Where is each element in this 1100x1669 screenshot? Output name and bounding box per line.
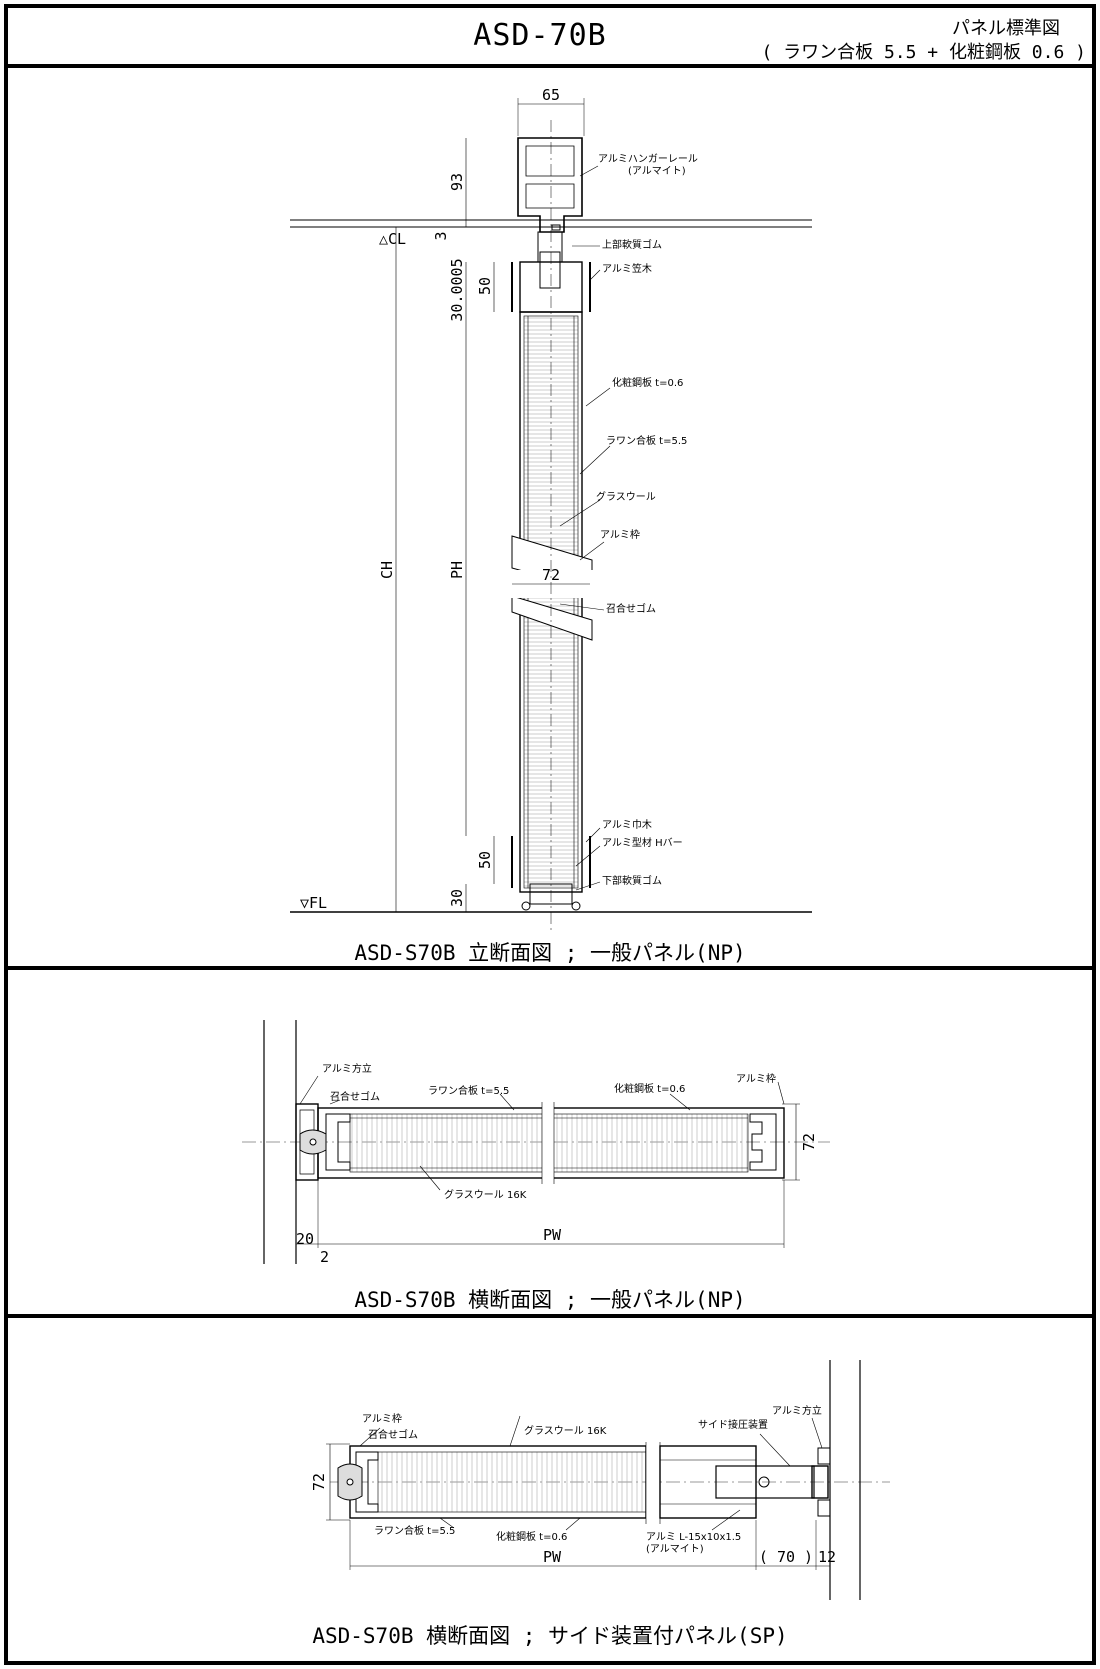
dim-ch: CH	[378, 561, 396, 579]
np-dim-20: 20	[296, 1230, 314, 1248]
drawing-subtitle: パネル標準図	[952, 18, 1060, 39]
vertical-section-caption: ASD-S70B 立断面図 ; 一般パネル(NP)	[354, 941, 746, 965]
label-h-bar: アルミ型材 Hバー	[602, 836, 683, 849]
np-label-post: アルミ方立	[322, 1062, 372, 1075]
dim-panel-72: 72	[542, 566, 560, 584]
sp-label-side-device: サイド接圧装置	[698, 1418, 768, 1431]
sp-label-glasswool: グラスウール 16K	[524, 1424, 607, 1437]
np-label-glasswool: グラスウール 16K	[444, 1188, 527, 1201]
label-base: アルミ巾木	[602, 818, 652, 831]
np-dim-72: 72	[800, 1133, 818, 1151]
dim-top-50: 50	[476, 277, 494, 295]
dim-bottom-50: 50	[476, 851, 494, 869]
sp-dim-12: 12	[818, 1548, 836, 1566]
vertical-section	[290, 98, 812, 930]
sp-dim-pw: PW	[543, 1548, 562, 1566]
floor-level-label: ▽FL	[300, 894, 327, 912]
sp-label-angle-finish: (アルマイト)	[646, 1544, 704, 1555]
sp-label-angle: アルミ L-15x10x1.5	[646, 1532, 741, 1543]
np-label-steel: 化粧鋼板 t=0.6	[614, 1082, 685, 1095]
sp-dim-70: ( 70 )	[759, 1548, 813, 1566]
np-dim-2: 2	[320, 1248, 329, 1266]
sp-label-plywood: ラワン合板 t=5.5	[374, 1524, 455, 1537]
drawing-spec: ( ラワン合板 5.5 + 化粧鋼板 0.6 )	[761, 42, 1086, 63]
np-dim-pw: PW	[543, 1226, 562, 1244]
label-meeting-rubber: 召合せゴム	[606, 602, 656, 615]
label-steel-sheet: 化粧鋼板 t=0.6	[612, 376, 683, 389]
label-frame: アルミ枠	[600, 528, 640, 541]
label-glasswool: グラスウール	[596, 490, 656, 503]
ceiling-level-label: △CL	[379, 230, 406, 248]
sp-section-caption: ASD-S70B 横断面図 ; サイド装置付パネル(SP)	[312, 1624, 788, 1648]
label-top-rubber: 上部軟質ゴム	[602, 238, 662, 251]
sp-label-steel: 化粧鋼板 t=0.6	[496, 1530, 567, 1543]
dim-rail-height: 93	[448, 173, 466, 191]
label-hanger-rail-finish: (アルマイト)	[628, 166, 686, 177]
np-section-caption: ASD-S70B 横断面図 ; 一般パネル(NP)	[354, 1288, 746, 1312]
label-top-trim: アルミ笠木	[602, 262, 652, 275]
label-hanger-rail: アルミハンガーレール	[598, 153, 698, 165]
np-section	[242, 1020, 830, 1264]
sp-label-post: アルミ方立	[772, 1404, 822, 1417]
np-label-plywood: ラワン合板 t=5.5	[428, 1084, 509, 1097]
sp-label-frame: アルミ枠	[362, 1412, 402, 1425]
dim-bottom-30: 30	[448, 889, 466, 907]
label-bottom-rubber: 下部軟質ゴム	[602, 874, 662, 887]
drawing-title: ASD-70B	[473, 18, 607, 53]
dim-gap: 3	[432, 231, 450, 240]
sp-section	[326, 1360, 890, 1600]
dim-top-offset: 30.0005	[448, 258, 466, 321]
sheet-border	[4, 4, 1096, 1665]
np-label-frame: アルミ枠	[736, 1072, 776, 1085]
label-plywood: ラワン合板 t=5.5	[606, 434, 687, 447]
dim-top-width: 65	[542, 86, 560, 104]
sp-label-meeting-rubber: 召合せゴム	[368, 1428, 418, 1441]
sp-dim-72: 72	[310, 1473, 328, 1491]
np-label-meeting-rubber: 召合せゴム	[330, 1090, 380, 1103]
dim-ph: PH	[448, 561, 466, 579]
